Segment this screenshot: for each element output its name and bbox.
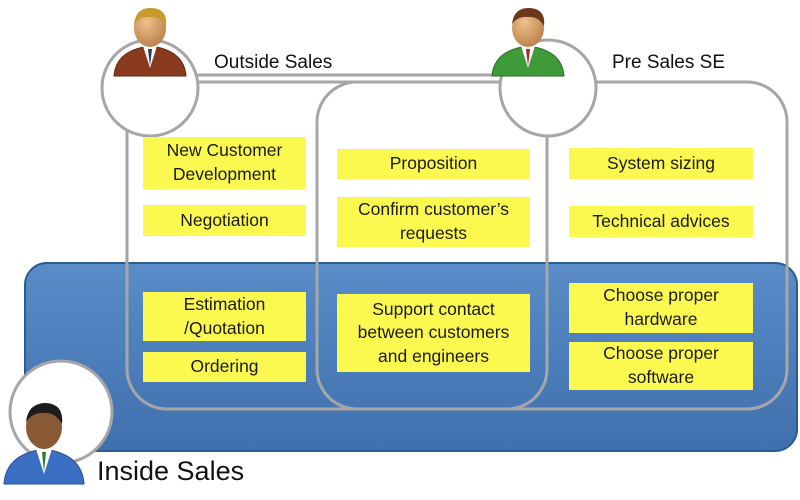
task-technical-advices: Technical advices — [569, 206, 753, 237]
task-system-sizing: System sizing — [569, 148, 753, 179]
task-confirm-requests: Confirm customer’s requests — [337, 197, 530, 247]
person-icon — [3, 403, 85, 485]
person-icon — [491, 7, 565, 77]
outside-sales-region — [125, 80, 549, 411]
outside-sales-label: Outside Sales — [214, 52, 333, 73]
task-ordering: Ordering — [143, 352, 306, 382]
inside-sales-circle — [8, 359, 114, 465]
task-proposition: Proposition — [337, 149, 530, 179]
task-choose-hardware: Choose proper hardware — [569, 283, 753, 333]
task-negotiation: Negotiation — [143, 205, 306, 236]
person-icon — [113, 7, 187, 77]
task-support-contact: Support contact between customers and en… — [337, 294, 530, 372]
task-choose-software: Choose proper software — [569, 342, 753, 390]
task-estimation-quotation: Estimation /Quotation — [143, 292, 306, 341]
pre-sales-label: Pre Sales SE — [612, 52, 725, 73]
inside-sales-label: Inside Sales — [97, 456, 245, 486]
task-new-customer-development: New Customer Development — [143, 137, 306, 189]
